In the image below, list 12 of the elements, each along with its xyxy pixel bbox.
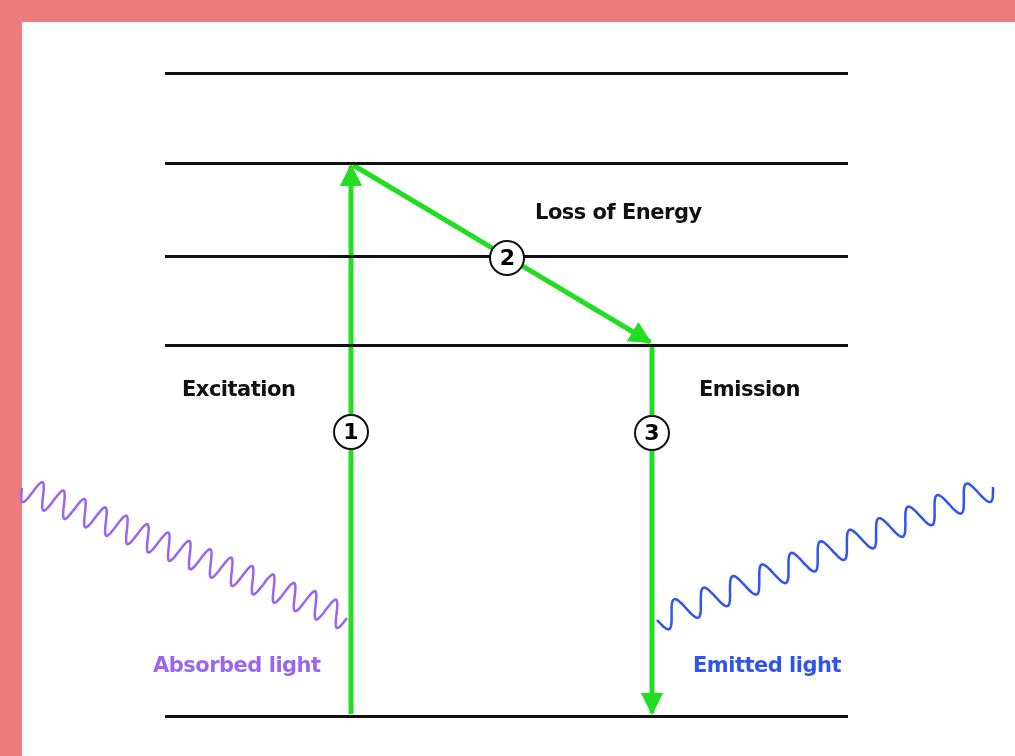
energy-level-line [165,344,848,347]
process-label: Excitation [182,377,296,401]
energy-level-line [165,72,848,75]
transition-arrow [339,163,363,714]
process-label: Emission [699,377,800,401]
light-label: Absorbed light [153,653,321,677]
light-label: Emitted light [693,653,841,677]
process-label: Loss of Energy [535,200,702,224]
energy-level-line [165,162,848,165]
transition-arrow [640,347,664,716]
energy-level-line [165,715,848,718]
transition-arrow [351,162,652,345]
